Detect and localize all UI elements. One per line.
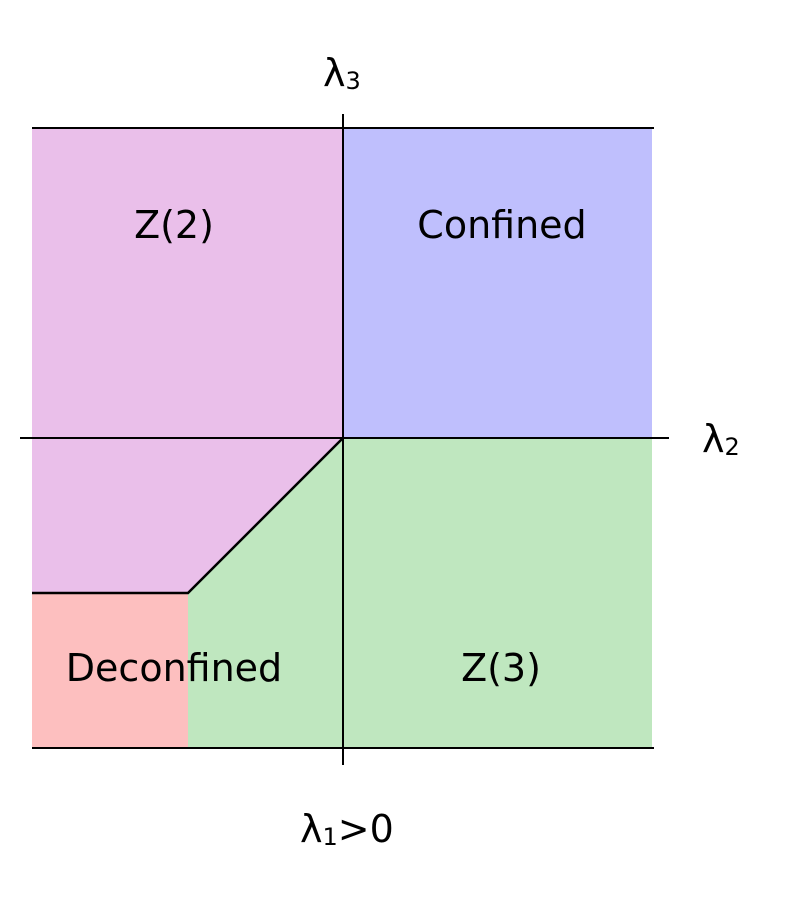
caption-lambda1-subscript: 1: [323, 823, 338, 851]
region-z2-lower: [32, 438, 343, 593]
caption-lambda1-suffix: >0: [338, 807, 394, 851]
label-deconfined: Deconfined: [66, 646, 282, 690]
region-confined: [343, 128, 652, 438]
label-z3: Z(3): [461, 646, 541, 690]
caption-lambda1-symbol: λ: [300, 807, 323, 851]
axis-label-lambda2-symbol: λ: [702, 417, 725, 461]
caption-lambda1: λ1>0: [300, 807, 394, 851]
axis-label-lambda3: λ3: [323, 51, 361, 95]
axis-label-lambda3-symbol: λ: [323, 51, 346, 95]
axis-label-lambda3-subscript: 3: [346, 67, 361, 95]
axis-label-lambda2: λ2: [702, 417, 740, 461]
region-z3: [188, 438, 652, 748]
phase-boundary-line: [32, 437, 344, 595]
label-z2: Z(2): [134, 203, 214, 247]
region-deconfined: [32, 593, 188, 748]
axis-label-lambda2-subscript: 2: [725, 433, 740, 461]
label-confined: Confined: [417, 203, 586, 247]
